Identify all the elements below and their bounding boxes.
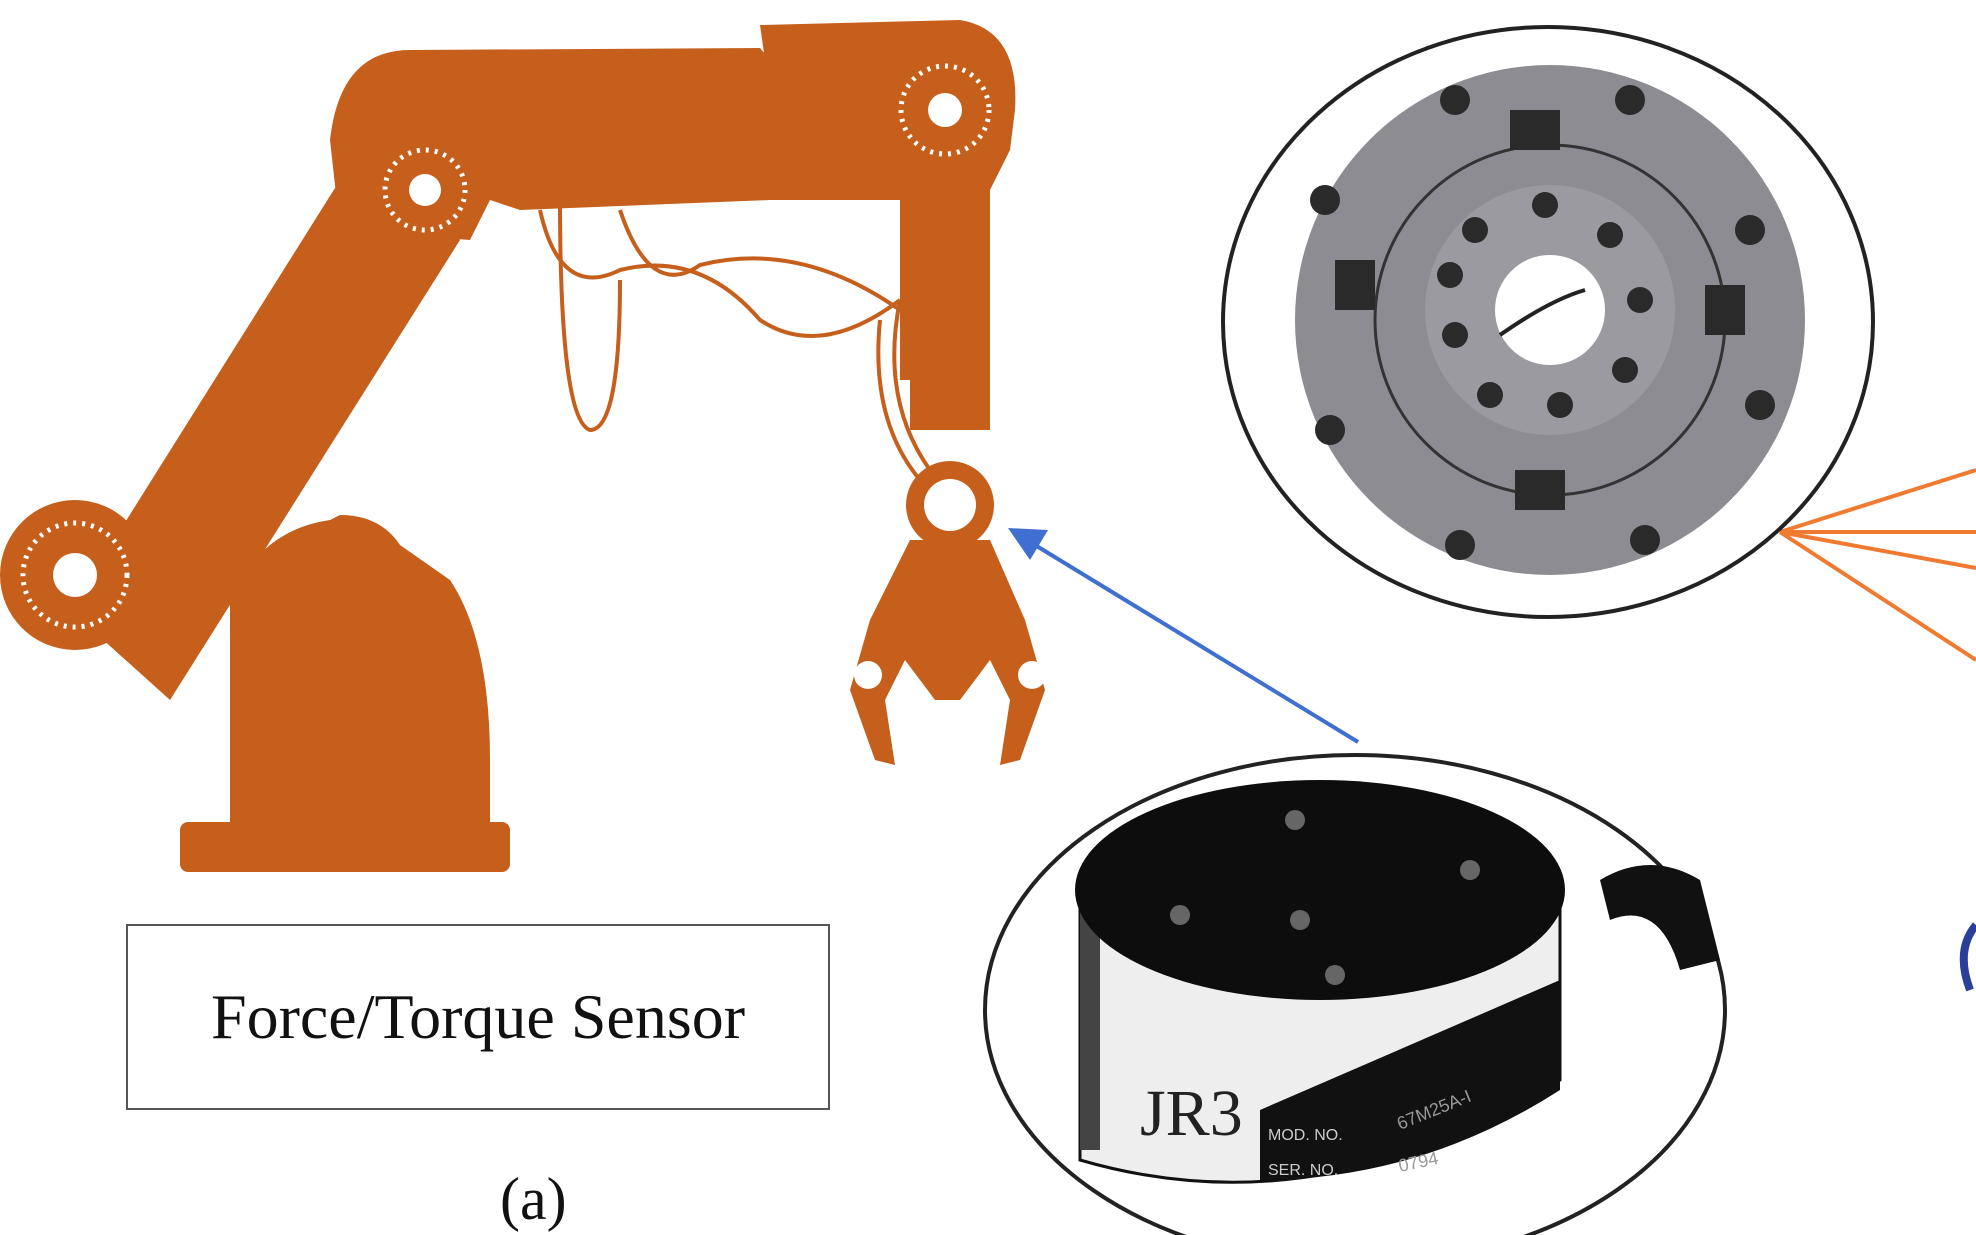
sensor-photo-jr3: JR3 MOD. NO. SER. NO. 67M25A-I 0794 — [983, 753, 1727, 1235]
sensor-photo-top — [1221, 25, 1875, 619]
mod-no-label: MOD. NO. — [1268, 1127, 1343, 1144]
ser-no-label: SER. NO. — [1268, 1162, 1338, 1179]
robot-arm-illustration — [0, 20, 1045, 872]
robot-joints — [53, 93, 1046, 689]
connector-lines — [1778, 468, 1976, 662]
force-torque-sensor-label: Force/Torque Sensor — [126, 924, 830, 1110]
label-text: Force/Torque Sensor — [210, 981, 746, 1052]
jr3-logo: JR3 — [1140, 1077, 1243, 1150]
figure-caption: (a) — [500, 1166, 567, 1232]
pointer-arrow — [1008, 528, 1360, 744]
